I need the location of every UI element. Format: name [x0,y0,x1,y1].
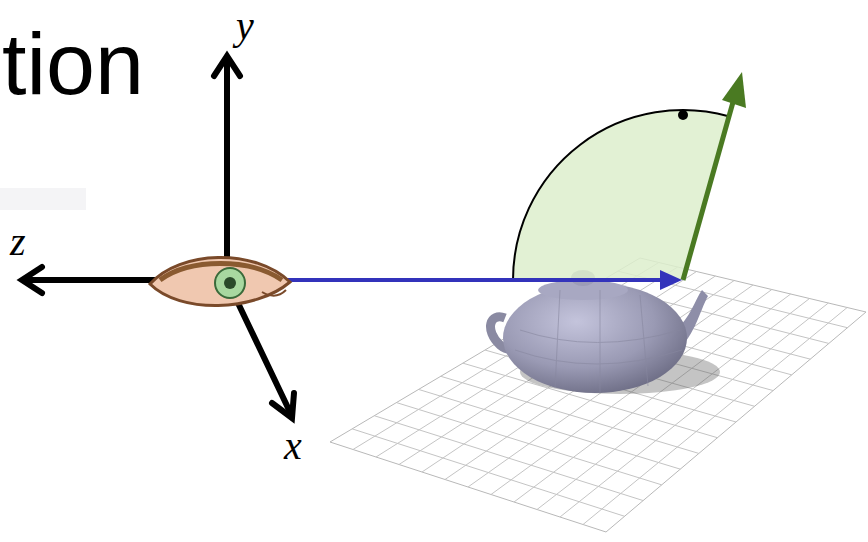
axes [22,56,294,418]
axis-label: x [284,426,302,466]
grid-line [419,389,681,469]
angle-sector [513,110,729,280]
axis-label: y [236,6,254,46]
view-vector [228,278,664,282]
floor-grid [330,258,866,532]
up-vector [683,95,735,280]
faint-bar [0,188,86,210]
grid-lines [352,263,847,525]
teapot [491,270,708,393]
grid-line [399,272,697,465]
grid-line [374,416,643,501]
grid-line [445,281,734,480]
grid-line [352,429,624,516]
view-vector-head [660,270,682,290]
up-vector-head [722,72,746,108]
axis-label: z [10,222,26,262]
angle-arc [513,110,729,280]
eye-icon [150,257,290,305]
arc-dot [678,110,688,120]
slide-title: tion [2,20,144,108]
grid-line [396,403,661,485]
